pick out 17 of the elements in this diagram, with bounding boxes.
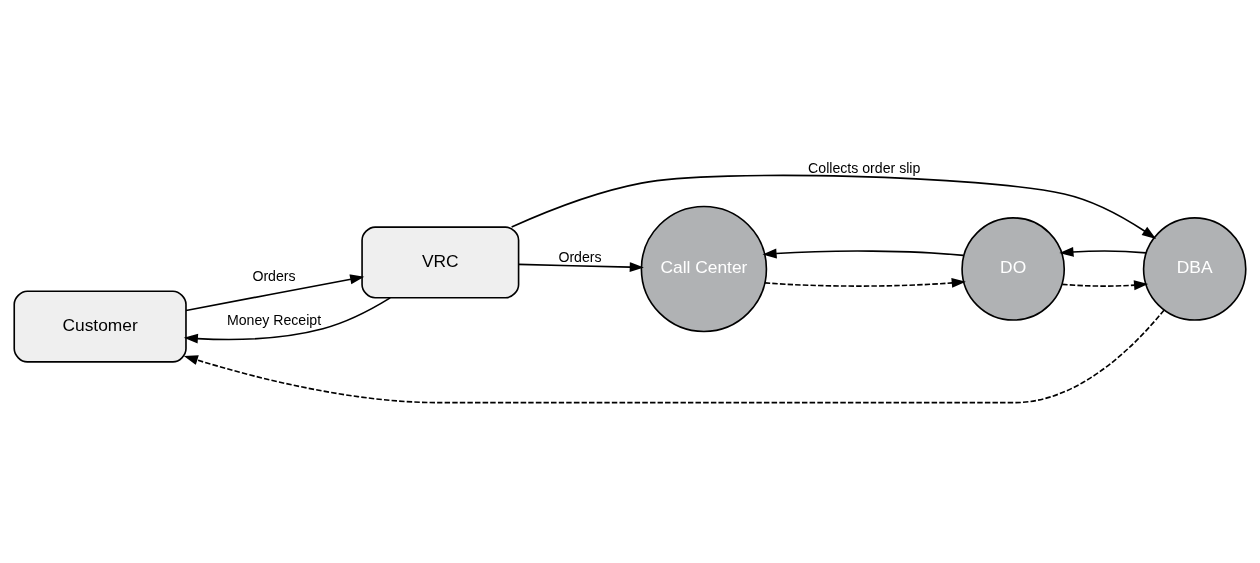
node-box: VRC xyxy=(361,225,520,299)
arrow xyxy=(185,273,365,311)
arrow xyxy=(762,248,965,258)
node-circle: Call Center xyxy=(640,205,768,332)
edge-label: Money Receipt xyxy=(226,311,322,328)
arrow xyxy=(1059,246,1147,257)
edge-label: Orders xyxy=(252,267,296,284)
node-circle: DO xyxy=(961,216,1066,321)
arrow xyxy=(183,296,392,344)
edge-label: Orders xyxy=(558,248,602,265)
arrow xyxy=(1061,279,1149,290)
arrow xyxy=(764,277,966,288)
arrow xyxy=(517,261,644,272)
arrow xyxy=(510,174,1157,239)
arrow xyxy=(183,308,1165,403)
edge-label: Collects order slip xyxy=(808,159,921,176)
node-box: Customer xyxy=(13,289,187,363)
